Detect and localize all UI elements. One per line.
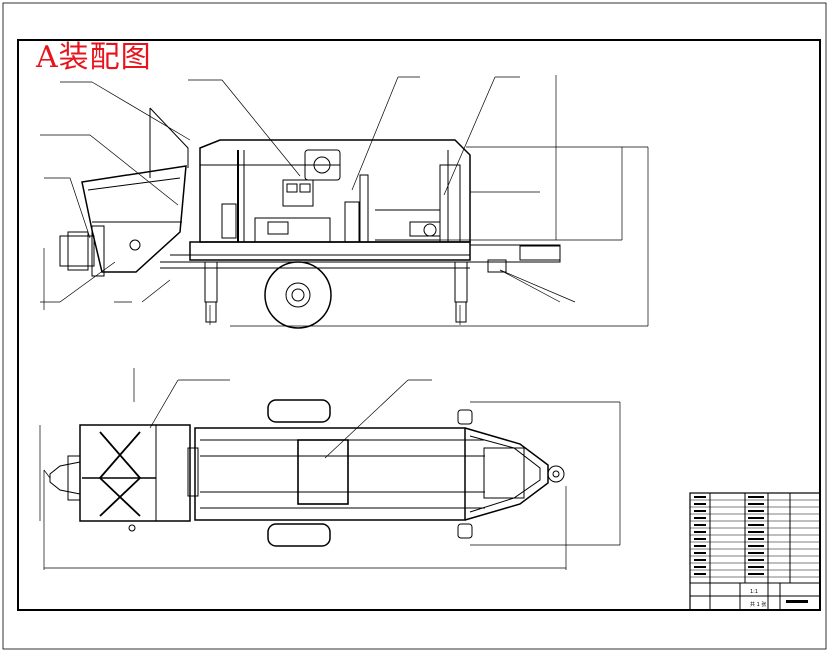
side-elevation-view xyxy=(40,75,649,329)
title-block-text-marks xyxy=(694,496,808,603)
drawing-title: A装配图 xyxy=(36,40,152,75)
plan-view xyxy=(39,368,621,570)
title-block-sheet-count: 共 1 张 xyxy=(750,601,766,608)
title-block xyxy=(689,492,821,611)
title-block-scale: 1:1 xyxy=(750,589,758,595)
